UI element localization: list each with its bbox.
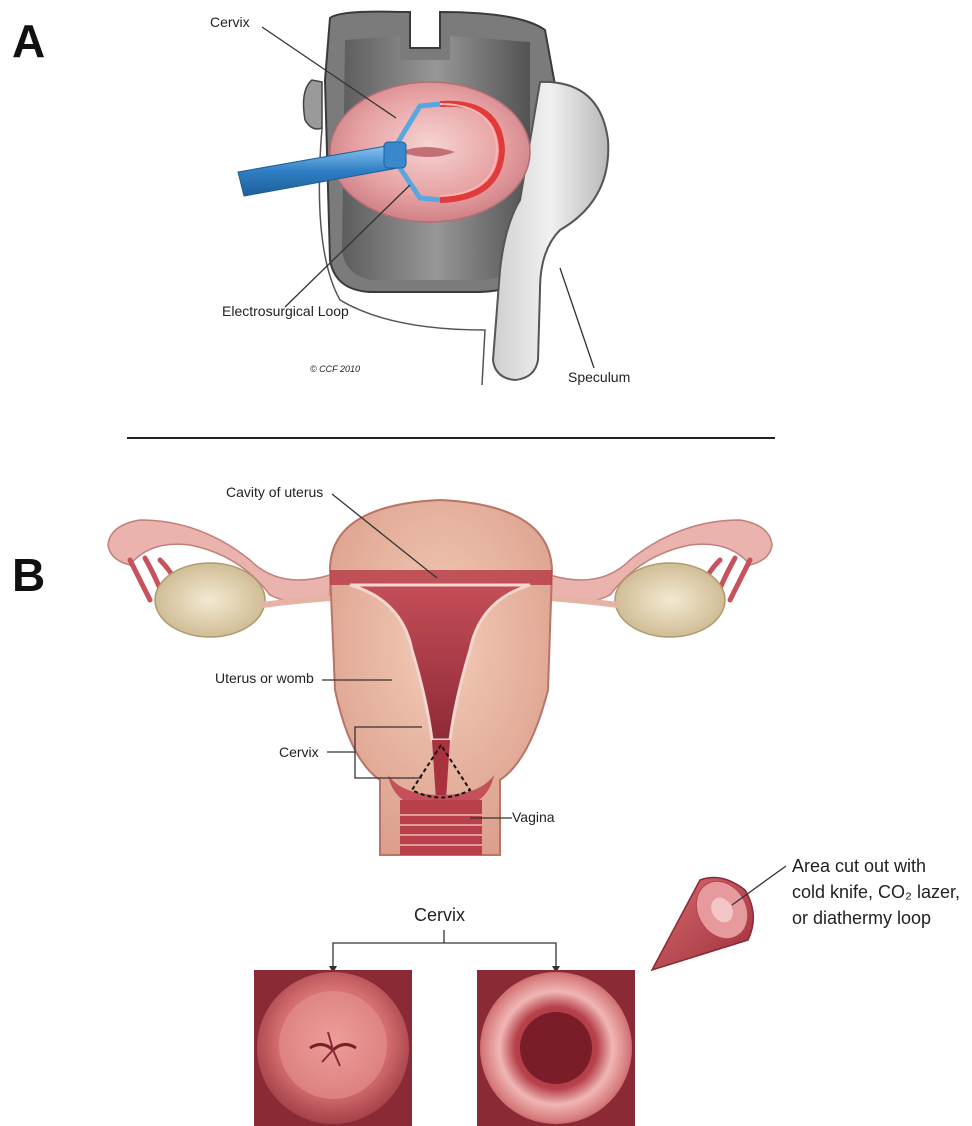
copyright-text: © CCF 2010 [310, 364, 360, 374]
label-cone-line3: or diathermy loop [792, 908, 931, 928]
label-cavity-of-uterus: Cavity of uterus [226, 484, 323, 500]
label-cervix-b: Cervix [279, 744, 319, 760]
label-vagina: Vagina [512, 809, 555, 825]
label-cervix-a: Cervix [210, 14, 250, 30]
cervix-bottom-connector [333, 930, 556, 970]
leader-speculum [560, 268, 594, 368]
panel-a-illustration [238, 12, 608, 385]
cervix-photo-after [477, 970, 635, 1126]
left-ovary [155, 563, 265, 637]
panel-b-uterus-illustration [108, 494, 772, 855]
leader-cone [732, 866, 786, 905]
label-speculum: Speculum [568, 369, 630, 385]
label-electrosurgical-loop: Electrosurgical Loop [222, 303, 349, 319]
label-cone-line1: Area cut out with [792, 856, 926, 876]
speculum-left-clip [304, 80, 322, 129]
excised-cone-icon [652, 866, 786, 970]
cervix-photo-before [254, 970, 412, 1126]
label-cervix-bottom: Cervix [414, 905, 465, 925]
right-ovary [615, 563, 725, 637]
vagina [400, 800, 482, 855]
label-cone-line2: cold knife, CO₂ lazer, [792, 882, 960, 902]
label-uterus-or-womb: Uterus or womb [215, 670, 314, 686]
